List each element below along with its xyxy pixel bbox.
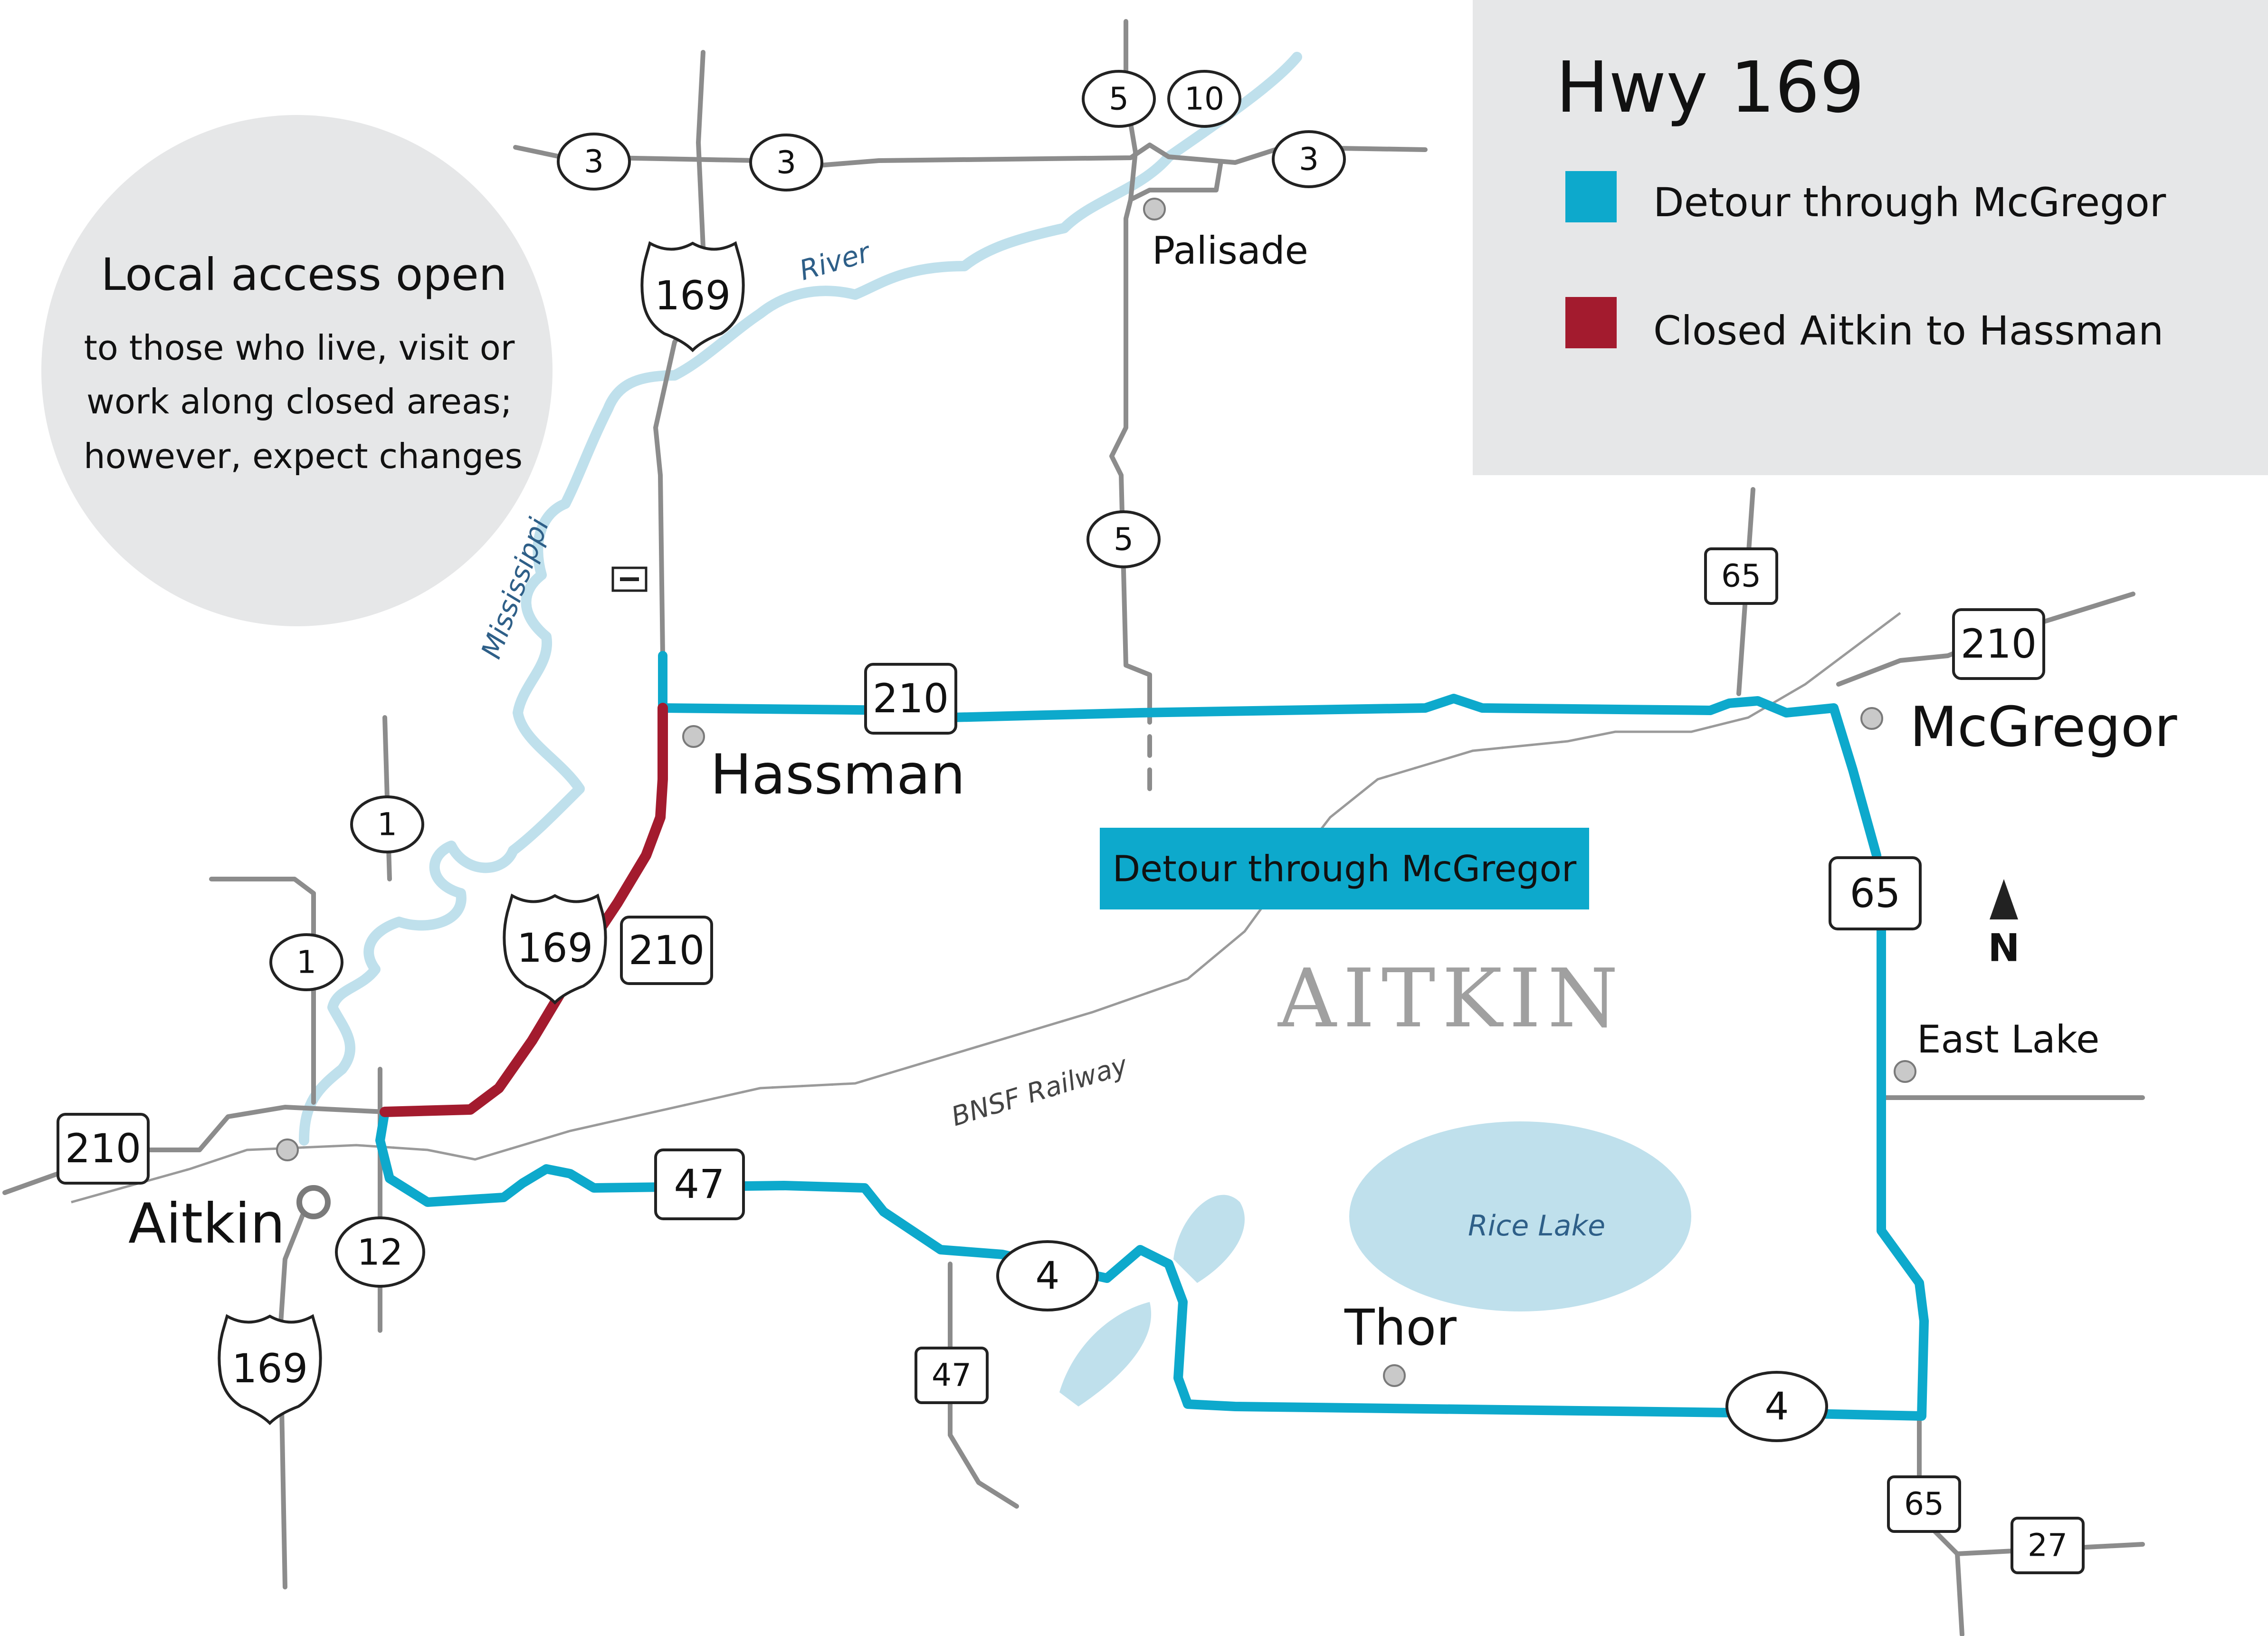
route-shield-210d: 210 [57, 1113, 150, 1185]
aitkin-dot [276, 1139, 299, 1161]
svg-text:169: 169 [655, 272, 731, 319]
callout-line-3: however, expect changes [84, 436, 523, 476]
route-shield-47a: 47 [654, 1148, 745, 1220]
svg-text:3: 3 [776, 144, 796, 181]
route-shield-10: 10 [1167, 70, 1241, 128]
detour-route [375, 651, 1929, 1421]
mcgregor-label: McGregor [1910, 695, 2177, 759]
route-shield-4b: 4 [1725, 1371, 1828, 1442]
east-lake-dot [1894, 1060, 1916, 1083]
route-shield-3c: 3 [1272, 130, 1346, 188]
legend-swatch-closed [1565, 297, 1617, 348]
route-shield-5a: 5 [1082, 70, 1156, 128]
route-shield-3b: 3 [749, 134, 823, 191]
route-shield-3a: 3 [557, 133, 631, 191]
svg-text:210: 210 [629, 927, 705, 974]
svg-text:65: 65 [1850, 870, 1901, 917]
route-shield-5b: 5 [1086, 510, 1161, 568]
svg-text:4: 4 [1765, 1385, 1789, 1429]
route-shield-47b: 47 [915, 1347, 989, 1404]
svg-text:169: 169 [232, 1345, 308, 1392]
legend-label-closed: Closed Aitkin to Hassman [1653, 307, 2163, 354]
svg-text:1: 1 [296, 944, 316, 981]
svg-text:65: 65 [1721, 558, 1761, 594]
thor-dot [1383, 1364, 1406, 1387]
hassman-label: Hassman [710, 743, 965, 807]
us-shield-169a: 169 [640, 241, 745, 353]
route-shield-1a: 1 [350, 795, 424, 853]
svg-text:65: 65 [1904, 1486, 1944, 1522]
small-lake-north [1173, 1195, 1245, 1283]
small-lake-south [1059, 1302, 1152, 1406]
river-label: River [796, 236, 875, 287]
route-shield-4a: 4 [996, 1240, 1099, 1311]
svg-text:3: 3 [584, 144, 604, 180]
route-shield-65b: 65 [1829, 856, 1922, 930]
route-shield-65a: 65 [1704, 547, 1778, 605]
mississippi-river [299, 52, 1302, 1146]
us-shield-169c: 169 [218, 1314, 322, 1426]
railway-label: BNSF Railway [948, 1050, 1132, 1133]
north-arrow-icon: N [1988, 879, 2020, 970]
rice-lake-label: Rice Lake [1468, 1209, 1605, 1243]
east-lake-label: East Lake [1917, 1017, 2099, 1062]
aitkin-label: Aitkin [128, 1192, 285, 1256]
bnsf-railway [71, 612, 1901, 1204]
svg-text:4: 4 [1036, 1254, 1060, 1298]
callout-heading: Local access open [101, 249, 507, 301]
route-shield-210c: 210 [620, 916, 713, 985]
legend-title: Hwy 169 [1556, 47, 1864, 128]
svg-text:210: 210 [1961, 621, 2037, 667]
us-shield-169b: 169 [503, 893, 607, 1005]
callout-line-2: work along closed areas; [86, 382, 512, 421]
svg-text:169: 169 [517, 925, 593, 971]
detour-label-box: Detour through McGregor [1100, 828, 1589, 909]
hassman-dot [682, 725, 705, 748]
svg-text:210: 210 [873, 675, 949, 722]
mcgregor-dot [1860, 707, 1883, 730]
legend: Hwy 169 Detour through McGregor Closed A… [1473, 0, 2268, 475]
route-shield-210b: 210 [1952, 608, 2045, 680]
svg-text:N: N [1988, 926, 2020, 970]
svg-text:210: 210 [65, 1125, 141, 1172]
svg-text:5: 5 [1114, 521, 1134, 558]
svg-text:47: 47 [932, 1357, 972, 1394]
svg-text:3: 3 [1299, 141, 1319, 178]
route-shield-27: 27 [2011, 1517, 2085, 1574]
svg-text:27: 27 [2028, 1527, 2068, 1564]
route-shield-65c: 65 [1887, 1475, 1961, 1533]
callout-line-1: to those who live, visit or [84, 328, 515, 368]
svg-text:47: 47 [674, 1161, 725, 1207]
thor-label: Thor [1344, 1299, 1457, 1357]
palisade-dot [1143, 198, 1166, 220]
local-access-callout: Local access open to those who live, vis… [41, 115, 553, 626]
svg-text:5: 5 [1109, 81, 1129, 117]
route-shield-1b: 1 [269, 933, 343, 991]
svg-text:12: 12 [357, 1231, 403, 1273]
route-shield-210a: 210 [864, 663, 957, 735]
svg-text:10: 10 [1184, 81, 1224, 117]
legend-swatch-detour [1565, 171, 1617, 222]
svg-text:Detour through McGregor: Detour through McGregor [1113, 848, 1577, 890]
county-label: AITKIN [1277, 952, 1625, 1046]
route-shield-12: 12 [335, 1216, 425, 1288]
boat-landing-icon [611, 566, 648, 592]
aitkin-roundabout [296, 1185, 331, 1219]
rice-lake [1349, 1121, 1691, 1311]
svg-text:1: 1 [377, 806, 397, 843]
palisade-label: Palisade [1152, 229, 1308, 273]
legend-label-detour: Detour through McGregor [1653, 179, 2166, 226]
